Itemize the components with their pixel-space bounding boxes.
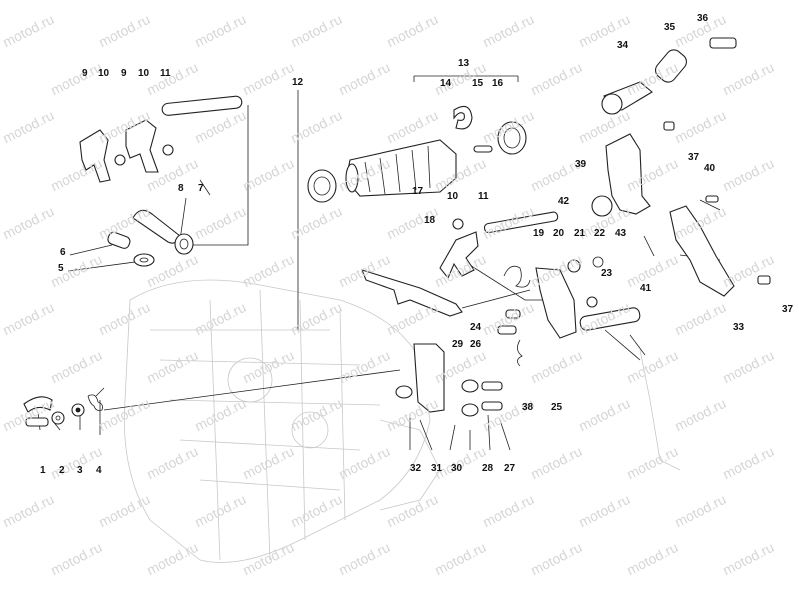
- callout-1: 1: [40, 465, 46, 476]
- shift-forks-left: [79, 95, 243, 267]
- callout-20: 20: [553, 228, 565, 239]
- callout-6: 6: [60, 247, 66, 258]
- callout-15: 15: [472, 78, 484, 89]
- callout-7: 7: [198, 183, 204, 194]
- callout-10c: 10: [447, 191, 459, 202]
- callout-4: 4: [96, 465, 102, 476]
- callout-13: 13: [458, 58, 470, 69]
- callout-29: 29: [452, 339, 464, 350]
- callout-40: 40: [704, 163, 716, 174]
- callout-28: 28: [482, 463, 494, 474]
- center-selector-parts: [361, 211, 641, 417]
- shift-drum-assembly: [307, 105, 527, 203]
- upper-right-parts: [591, 37, 771, 297]
- callout-39: 39: [575, 159, 587, 170]
- callout-38: 38: [522, 402, 534, 413]
- callout-37a: 37: [688, 152, 700, 163]
- callout-19: 19: [533, 228, 545, 239]
- callout-37b: 37: [782, 304, 794, 315]
- callout-11c: 11: [478, 191, 489, 202]
- callout-26: 26: [470, 339, 482, 350]
- callout-34: 34: [617, 40, 629, 51]
- callout-32: 32: [410, 463, 422, 474]
- callout-5: 5: [58, 263, 64, 274]
- callout-10b: 10: [138, 68, 150, 79]
- callout-3: 3: [77, 465, 83, 476]
- callout-8: 8: [178, 183, 184, 194]
- callout-23: 23: [601, 268, 613, 279]
- callout-43: 43: [615, 228, 627, 239]
- parts-1-4: [23, 369, 401, 427]
- callout-9b: 9: [121, 68, 127, 79]
- callout-17: 17: [412, 186, 424, 197]
- callout-9a: 9: [82, 68, 88, 79]
- engine-casing-outline: [123, 279, 681, 563]
- callout-30: 30: [451, 463, 463, 474]
- callout-14: 14: [440, 78, 452, 89]
- callout-18: 18: [424, 215, 436, 226]
- callout-41: 41: [640, 283, 652, 294]
- callout-27: 27: [504, 463, 516, 474]
- callout-33: 33: [733, 322, 745, 333]
- callout-31: 31: [431, 463, 443, 474]
- callout-22: 22: [594, 228, 606, 239]
- callout-10a: 10: [98, 68, 110, 79]
- callout-21: 21: [574, 228, 586, 239]
- callout-25: 25: [551, 402, 563, 413]
- callout-11a: 11: [160, 68, 171, 79]
- callout-12: 12: [292, 77, 304, 88]
- callout-36: 36: [697, 13, 709, 24]
- callout-2: 2: [59, 465, 65, 476]
- callout-35: 35: [664, 22, 676, 33]
- callout-42: 42: [558, 196, 570, 207]
- callout-16: 16: [492, 78, 504, 89]
- callout-24: 24: [470, 322, 482, 333]
